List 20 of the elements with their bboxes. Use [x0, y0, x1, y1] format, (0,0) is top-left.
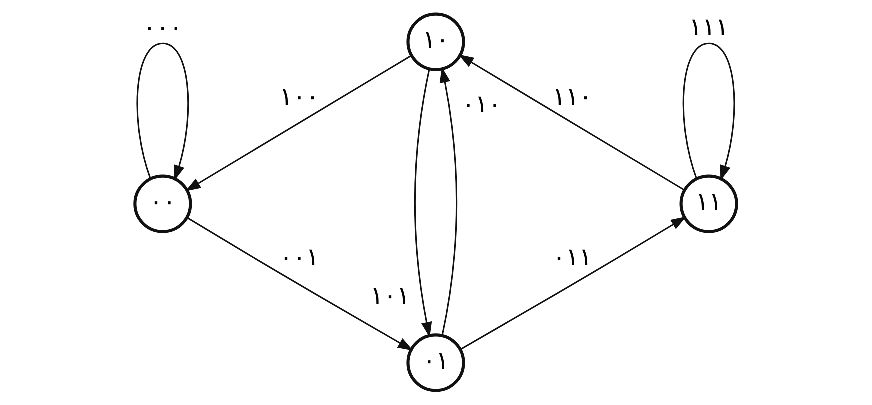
arrow [458, 54, 685, 191]
arrow [682, 42, 736, 181]
edge-label: ۱۰۰ [280, 82, 320, 111]
node-circle: ۰۰ [134, 174, 192, 234]
arrow [440, 67, 458, 336]
arrow [460, 216, 687, 350]
node-circle: ۱۱ [680, 174, 738, 234]
arrow [187, 217, 414, 351]
arrow [136, 42, 190, 181]
edge-label: ۰۱۰ [462, 90, 502, 119]
edge-label: ۰۰۰ [143, 12, 183, 42]
edge-label: ۰۱۱ [552, 242, 592, 272]
node-circle: ۱۰ [406, 12, 466, 72]
node-circle: ۰۱ [406, 334, 466, 392]
edge-label: ۱۱۱ [689, 12, 729, 42]
arrow [186, 55, 412, 192]
arrow [414, 69, 432, 338]
edge-label: ۰۰۱ [280, 242, 320, 272]
edge-label: ۱۱۰ [552, 82, 592, 111]
edge-label: ۱۰۱ [370, 281, 410, 310]
